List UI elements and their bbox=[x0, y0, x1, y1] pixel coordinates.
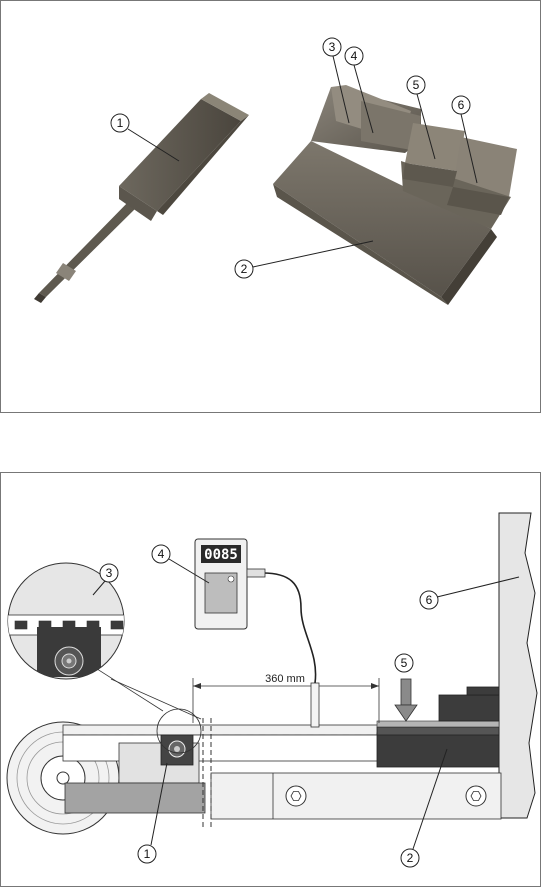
dimension-360: 360 mm bbox=[193, 671, 379, 723]
bottom-callout-4-label: 4 bbox=[158, 547, 165, 561]
bottom-callout-5: 5 bbox=[395, 654, 413, 672]
magnifier-tooth bbox=[15, 621, 27, 629]
probe bbox=[263, 573, 319, 727]
detail-magnifier bbox=[6, 563, 201, 753]
top-callout-1-label: 1 bbox=[117, 116, 124, 130]
dimension-label: 360 mm bbox=[265, 673, 305, 685]
figure-bottom-panel: 360 mm 0085 bbox=[0, 472, 541, 887]
base-block-part bbox=[273, 85, 517, 305]
bottom-callout-6-label: 6 bbox=[426, 593, 433, 607]
figure-top-svg: 1 2 3 4 5 6 bbox=[1, 1, 542, 414]
top-callout-5-label: 5 bbox=[413, 78, 420, 92]
top-callout-3-label: 3 bbox=[329, 40, 336, 54]
top-callout-2: 2 bbox=[235, 241, 373, 278]
wall bbox=[499, 513, 537, 818]
gauge-rod-part bbox=[34, 93, 249, 303]
magnifier-tooth bbox=[111, 621, 123, 629]
top-callout-2-label: 2 bbox=[241, 262, 248, 276]
bottom-callout-5-label: 5 bbox=[401, 656, 408, 670]
digital-meter: 0085 bbox=[195, 539, 265, 629]
figure-top-panel: 1 2 3 4 5 6 bbox=[0, 0, 541, 413]
bottom-callout-1-label: 1 bbox=[144, 847, 151, 861]
press-arrow bbox=[395, 679, 417, 721]
figure-bottom-svg: 360 mm 0085 bbox=[1, 473, 542, 888]
bottom-callout-2-label: 2 bbox=[407, 851, 414, 865]
meter-display: 0085 bbox=[204, 547, 238, 563]
bottom-callout-3-label: 3 bbox=[106, 566, 113, 580]
gauge-base-block bbox=[377, 687, 499, 767]
top-callout-6-label: 6 bbox=[458, 98, 465, 112]
top-callout-4-label: 4 bbox=[351, 49, 358, 63]
